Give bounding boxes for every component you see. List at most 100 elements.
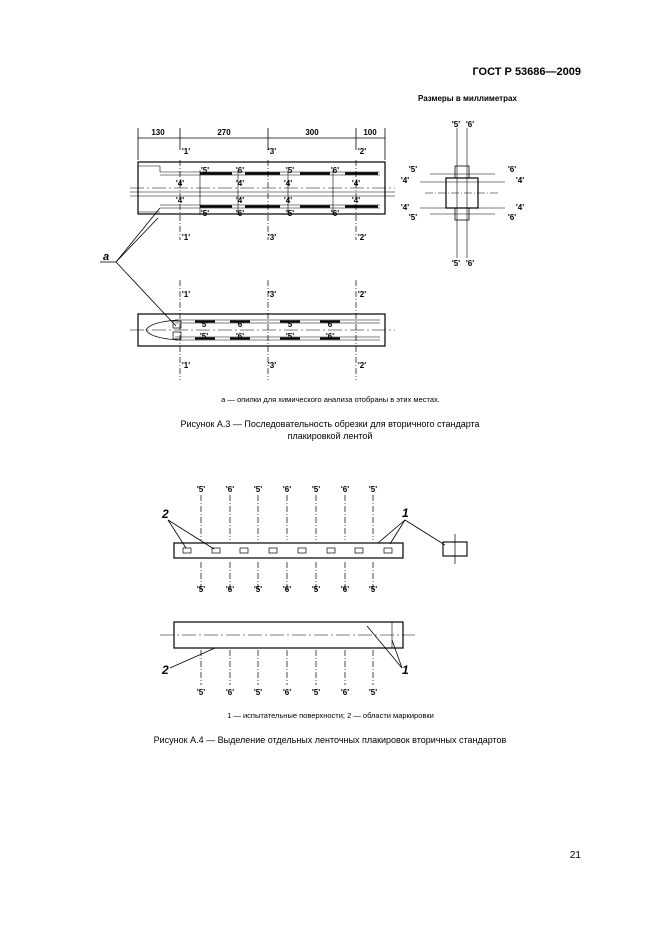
cut-label: '2' — [358, 147, 366, 156]
cut-label: '2' — [358, 233, 366, 242]
leader-number: 2 — [161, 507, 169, 521]
cut-label: '5' — [452, 259, 460, 268]
units-note: Размеры в миллиметрах — [418, 94, 517, 103]
fig-a3-caption: Рисунок А.3 — Последовательность обрезки… — [120, 418, 540, 442]
cut-label: '6' — [326, 320, 334, 329]
cut-label: '5' — [197, 585, 205, 594]
cut-label: '5' — [254, 485, 262, 494]
cut-label: '3' — [268, 233, 276, 242]
cut-label: '4' — [284, 196, 292, 205]
cut-label: '5' — [201, 209, 209, 218]
cut-label: '4' — [401, 203, 409, 212]
leader-number: 1 — [402, 663, 409, 677]
cut-label: '4' — [352, 179, 360, 188]
leader-label-a: a — [103, 251, 109, 263]
cut-label: '6' — [283, 485, 291, 494]
fig-a4-leaders — [167, 519, 446, 669]
cut-label: '5' — [312, 585, 320, 594]
cut-label: '1' — [182, 233, 190, 242]
cut-label: '4' — [176, 196, 184, 205]
leader-number: 2 — [161, 663, 169, 677]
cut-label: '6' — [466, 259, 474, 268]
cut-label: '5' — [286, 320, 294, 329]
cut-label: '6' — [508, 213, 516, 222]
cut-label: '4' — [516, 203, 524, 212]
fig-a4-caption: Рисунок А.4 — Выделение отдельных ленточ… — [153, 735, 507, 745]
dim-label: 270 — [217, 128, 231, 137]
cut-label: '5' — [200, 332, 208, 341]
fig-a3-caption-line1: Рисунок А.3 — Последовательность обрезки… — [180, 419, 480, 429]
fig-a3-leader-a — [100, 207, 177, 327]
cut-label: '5' — [286, 166, 294, 175]
cut-label: '6' — [226, 485, 234, 494]
cut-label: '6' — [226, 688, 234, 697]
cut-label: '4' — [236, 196, 244, 205]
cut-label: '5' — [312, 688, 320, 697]
cut-label: '5' — [312, 485, 320, 494]
cut-label: '5' — [254, 688, 262, 697]
cut-label: '4' — [516, 176, 524, 185]
cut-label: '5' — [369, 688, 377, 697]
fig-a3-lower-labels: '1' '3' '2' '1' '3' '2' '5' '6' '5' '6' … — [182, 290, 366, 370]
cut-label: '6' — [341, 688, 349, 697]
fig-a3-note: a — опилки для химического анализа отобр… — [221, 395, 440, 404]
cut-label: '3' — [268, 361, 276, 370]
cut-label: '6' — [226, 585, 234, 594]
cut-label: '5' — [369, 485, 377, 494]
cut-label: '5' — [369, 585, 377, 594]
fig-a4-cut-lines — [200, 495, 374, 685]
cut-label: '2' — [358, 290, 366, 299]
fig-a3-top-labels: 130 270 300 100 '1' '3' '2' '1' '3' '2' … — [151, 128, 377, 242]
fig-a3-cross-section — [420, 128, 505, 258]
fig-a4-lower-bar — [160, 621, 415, 649]
dim-label: 130 — [151, 128, 165, 137]
cut-label: '6' — [326, 332, 334, 341]
cut-label: '6' — [283, 688, 291, 697]
cut-label: '6' — [331, 166, 339, 175]
cut-label: '4' — [236, 179, 244, 188]
cut-label: '6' — [236, 332, 244, 341]
dim-label: 300 — [305, 128, 319, 137]
cut-label: '6' — [236, 320, 244, 329]
fig-a4-note: 1 — испытательные поверхности; 2 — облас… — [227, 711, 434, 720]
cut-label: '5' — [452, 120, 460, 129]
cut-label: '4' — [176, 179, 184, 188]
fig-a3-cross-labels: '5' '6' '5' '6' '4' '4' '4' '4' '5' '6' … — [401, 120, 524, 268]
cut-label: '1' — [182, 361, 190, 370]
cut-label: '6' — [341, 585, 349, 594]
fig-a3-top-bar — [130, 128, 395, 240]
cut-label: '4' — [401, 176, 409, 185]
cut-label: '6' — [236, 209, 244, 218]
page-number: 21 — [569, 850, 581, 861]
cut-label: '5' — [409, 165, 417, 174]
cut-label: '6' — [331, 209, 339, 218]
cut-label: '5' — [200, 320, 208, 329]
leader-number: 1 — [402, 506, 409, 520]
document-number: ГОСТ Р 53686—2009 — [472, 66, 581, 78]
fig-a3-caption-line2: плакировкой лентой — [287, 431, 373, 441]
cut-label: '5' — [201, 166, 209, 175]
cut-label: '6' — [508, 165, 516, 174]
cut-label: '6' — [236, 166, 244, 175]
cut-label: '5' — [254, 585, 262, 594]
dim-label: 100 — [363, 128, 377, 137]
cut-label: '2' — [358, 361, 366, 370]
cut-label: '1' — [182, 147, 190, 156]
cut-label: '5' — [286, 209, 294, 218]
cut-label: '4' — [352, 196, 360, 205]
cut-label: '5' — [409, 213, 417, 222]
fig-a4-labels: '5' '6' '5' '6' '5' '6' '5' '5' '6' '5' … — [197, 485, 377, 697]
cut-label: '5' — [197, 688, 205, 697]
cut-label: '5' — [197, 485, 205, 494]
fig-a4-leader-numbers: 2 1 2 1 — [161, 506, 409, 677]
cut-label: '1' — [182, 290, 190, 299]
cut-label: '3' — [268, 290, 276, 299]
cut-label: '3' — [268, 147, 276, 156]
cut-label: '6' — [283, 585, 291, 594]
cut-label: '4' — [284, 179, 292, 188]
cut-label: '6' — [466, 120, 474, 129]
cut-label: '6' — [341, 485, 349, 494]
fig-a3-lower-bar — [130, 280, 395, 380]
cut-label: '5' — [286, 332, 294, 341]
